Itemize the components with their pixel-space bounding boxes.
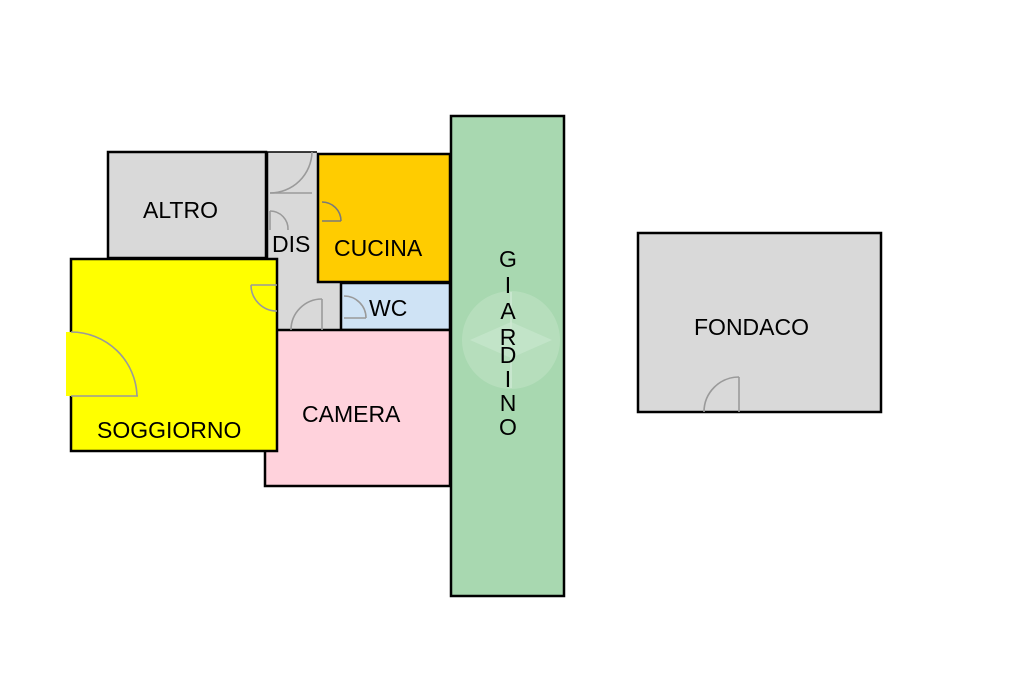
giardino-letter-4: R — [500, 324, 517, 350]
room-fondaco: FONDACO — [636, 231, 883, 414]
room-camera: CAMERA — [263, 328, 452, 488]
room-wc: WC — [339, 281, 452, 332]
room-altro: ALTRO — [106, 150, 268, 260]
soggiorno-label: SOGGIORNO — [97, 417, 241, 443]
dis-label: DIS — [272, 231, 310, 257]
wc-label: WC — [369, 295, 407, 321]
giardino-letter-8: O — [499, 414, 517, 440]
altro-label: ALTRO — [143, 197, 218, 223]
altro-door-icon — [269, 151, 313, 194]
cucina-area — [316, 152, 452, 284]
fondaco-door-icon — [703, 376, 740, 413]
room-giardino: G I A R D I N O — [449, 114, 566, 598]
dis-area — [267, 152, 341, 330]
camera-label: CAMERA — [302, 401, 401, 427]
giardino-letter-3: A — [500, 298, 516, 324]
giardino-letter-7: N — [500, 390, 517, 416]
wc-area — [339, 281, 452, 332]
room-soggiorno: SOGGIORNO — [69, 257, 279, 453]
soggiorno-door-icon — [250, 284, 278, 312]
giardino-letter-1: G — [499, 246, 517, 272]
entrance-door-icon — [66, 331, 138, 397]
wc-door-icon — [343, 295, 367, 319]
cucina-door-icon — [321, 201, 342, 222]
giardino-area — [449, 114, 566, 598]
compass-watermark-icon — [462, 291, 560, 389]
fondaco-label: FONDACO — [694, 314, 809, 340]
cucina-label: CUCINA — [334, 235, 423, 261]
camera-door-icon — [290, 298, 323, 331]
room-cucina: CUCINA — [316, 152, 452, 284]
fondaco-area — [636, 231, 883, 414]
altro-area — [106, 150, 268, 260]
giardino-letter-5: D — [500, 342, 517, 368]
dis-door-icon — [269, 210, 289, 231]
giardino-letter-2: I — [505, 272, 511, 298]
giardino-letter-6: I — [505, 366, 511, 392]
